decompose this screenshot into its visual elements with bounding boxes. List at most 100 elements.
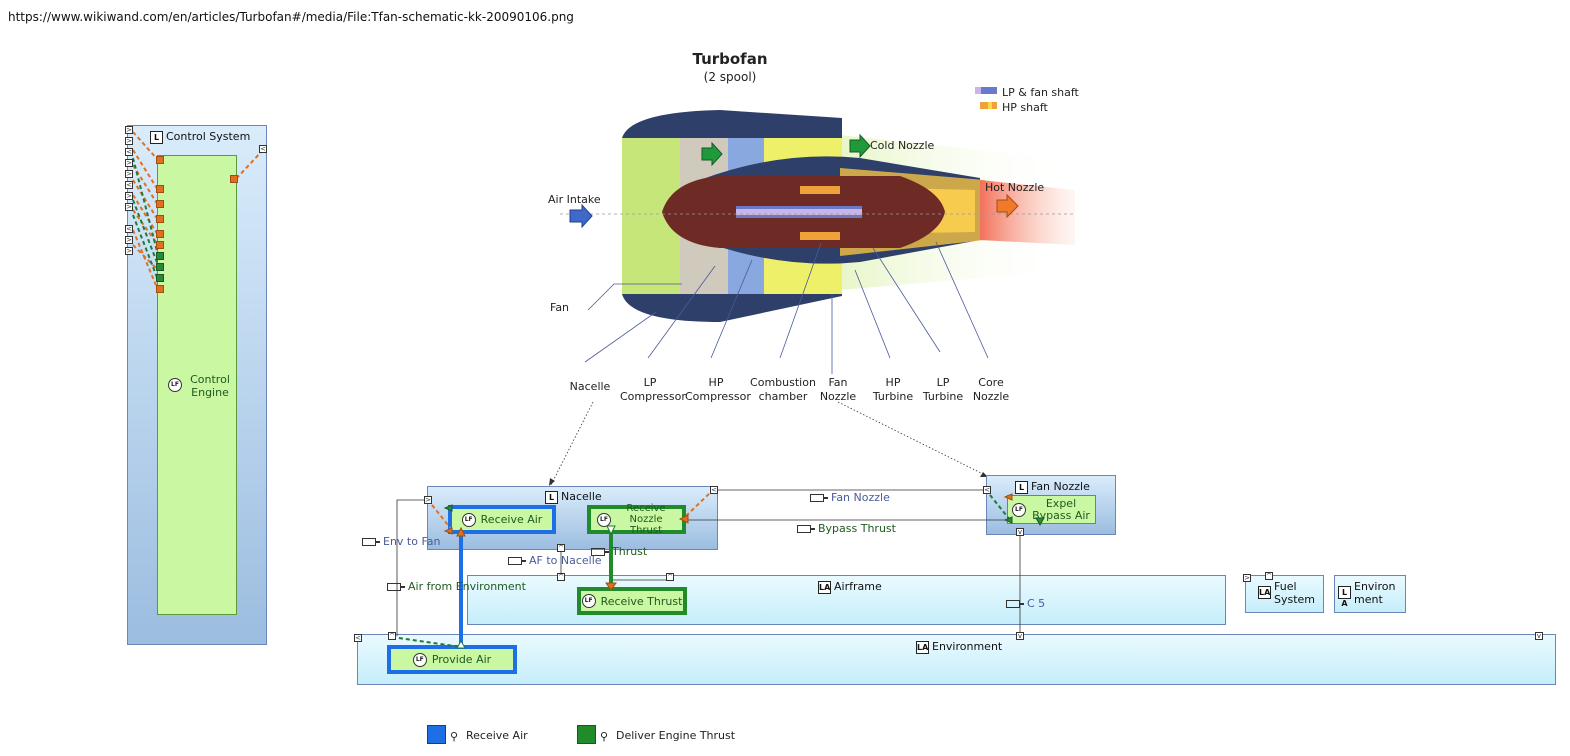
nacelle-port[interactable]: < [710,486,718,494]
environment-port[interactable]: v [1016,632,1024,640]
logical-function-icon: LF [461,512,476,527]
environment-port[interactable]: < [354,634,362,642]
exchange-icon [362,537,380,546]
flow-c5[interactable]: C 5 [1006,597,1045,610]
logical-function-icon: LF [412,652,427,667]
function-port[interactable] [156,241,164,249]
control-port[interactable]: > [125,126,133,134]
label-core-nozzle: Core Nozzle [972,376,1010,403]
legend-deliver-engine-thrust-label: Deliver Engine Thrust [616,729,736,742]
label-cold-nozzle: Cold Nozzle [870,139,935,152]
airframe-port[interactable]: ^ [666,573,674,581]
control-engine-label: LF Control Engine [168,373,238,399]
logical-component-icon: L [1015,480,1028,494]
function-port[interactable] [156,215,164,223]
exchange-icon [508,556,526,565]
legend-receive-air-swatch [427,725,446,744]
environment-block[interactable] [357,634,1556,685]
logical-component-icon: L [150,130,163,144]
nacelle-port[interactable]: > [424,496,432,504]
logical-function-icon: LF [168,378,182,392]
exchange-icon [387,582,405,591]
logical-function-icon: LF [581,594,596,608]
schematic-title: Turbofan [692,50,768,68]
control-port[interactable]: > [125,192,133,200]
legend-receive-air-icon: ⚲ [450,730,459,743]
exchange-icon [797,524,815,533]
function-port[interactable] [156,285,164,293]
fuel-system-port[interactable]: ^ [1265,572,1273,580]
logical-function-icon: LF [597,512,611,527]
label-combustion-chamber: Combustion chamber [750,376,816,403]
control-port[interactable]: > [125,170,133,178]
legend-receive-air-label: Receive Air [466,729,528,742]
label-air-intake: Air Intake [548,193,601,206]
control-port[interactable]: < [125,148,133,156]
function-port[interactable] [156,230,164,238]
label-fan: Fan [550,301,570,314]
label-lp-turbine: LP Turbine [922,376,964,403]
flow-thrust[interactable]: Thrust [591,545,647,558]
function-port[interactable] [156,156,164,164]
control-port[interactable]: > [125,159,133,167]
flow-bypass-thrust[interactable]: Bypass Thrust [797,522,896,535]
flow-fan-nozzle[interactable]: Fan Nozzle [810,491,890,504]
control-port[interactable]: < [125,225,133,233]
legend-deliver-engine-thrust-swatch [577,725,596,744]
environment-port[interactable]: ^ [388,632,396,640]
logical-actor-icon: LA [1258,586,1271,599]
label-hot-nozzle: Hot Nozzle [985,181,1045,194]
fan-nozzle-port[interactable]: < [983,486,991,494]
control-port[interactable]: > [125,236,133,244]
logical-function-icon: LF [1012,502,1026,517]
control-port[interactable]: > [125,137,133,145]
function-port[interactable] [156,185,164,193]
fuel-system-port[interactable]: > [1243,574,1251,582]
legend-lp-fan-shaft: LP & fan shaft [1002,86,1079,99]
label-lp-compressor: LP Compressor [620,376,686,403]
function-port[interactable] [156,274,164,282]
fan-nozzle-port[interactable]: v [1016,528,1024,536]
control-port[interactable]: > [125,203,133,211]
schematic-subtitle: (2 spool) [703,70,757,84]
logical-actor-icon: LA [818,580,831,594]
control-port[interactable]: < [259,145,267,153]
function-port[interactable] [156,200,164,208]
flow-env-to-fan[interactable]: Env to Fan [362,535,441,548]
control-port[interactable]: < [125,181,133,189]
environment-port[interactable]: v [1535,632,1543,640]
exchange-icon [591,547,609,556]
page-url: https://www.wikiwand.com/en/articles/Tur… [8,10,574,24]
function-port[interactable] [156,263,164,271]
function-port[interactable] [156,252,164,260]
flow-af-to-nacelle[interactable]: AF to Nacelle [508,554,602,567]
exchange-icon [810,493,828,502]
flow-air-from-environment[interactable]: Air from Environment [387,580,526,593]
nacelle-port[interactable]: ^ [557,544,565,552]
legend-hp-shaft: HP shaft [1002,101,1048,114]
control-port[interactable]: > [125,247,133,255]
exchange-icon [1006,599,1024,608]
logical-actor-icon: LA [1338,586,1351,608]
label-hp-compressor: HP Compressor [685,376,751,403]
airframe-port[interactable]: ^ [557,573,565,581]
function-port[interactable] [230,175,238,183]
logical-actor-icon: LA [916,640,929,654]
label-fan-nozzle: Fan Nozzle [819,376,857,403]
label-hp-turbine: HP Turbine [872,376,914,403]
